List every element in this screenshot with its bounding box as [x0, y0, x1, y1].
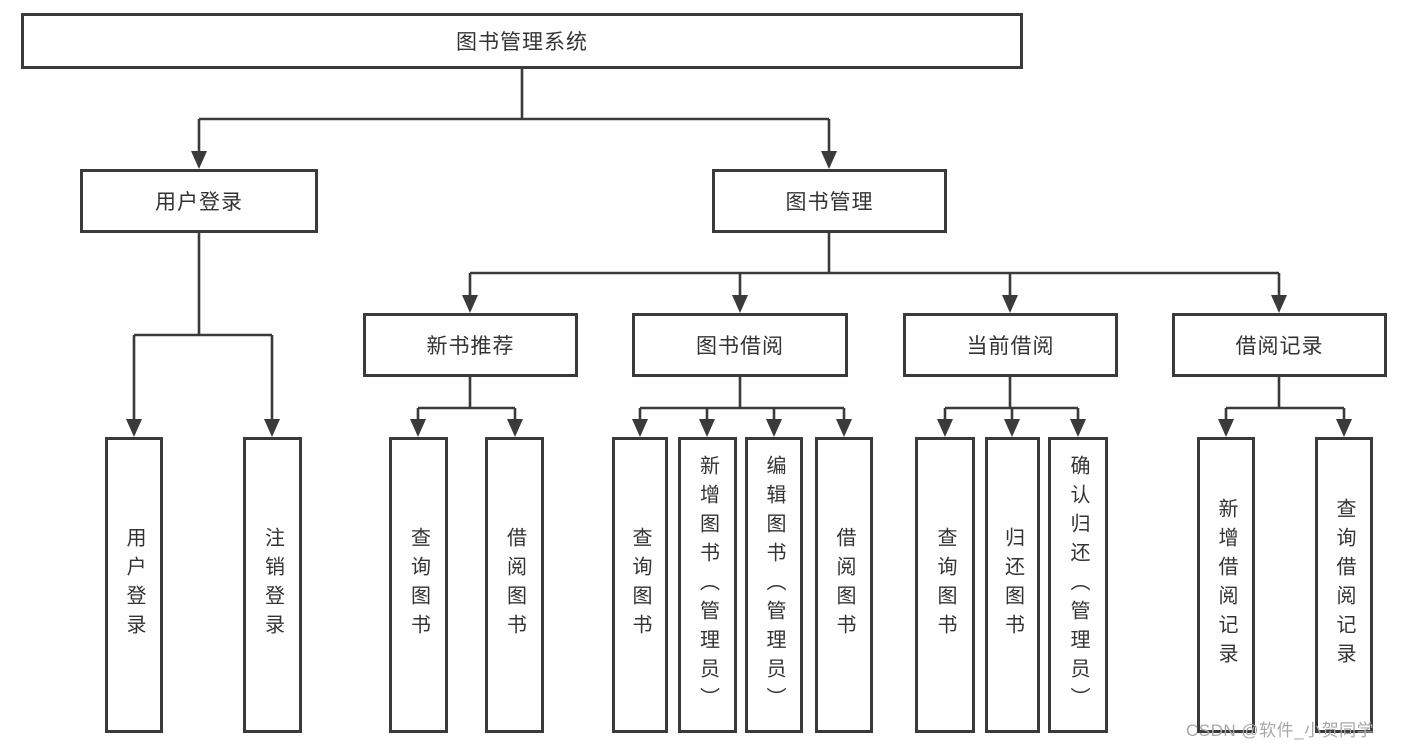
watermark-text: CSDN @软件_小贺同学	[1186, 721, 1375, 740]
node-book-borrow: 图书借阅	[632, 313, 848, 377]
node-leaf-query-book-1: 查询图书	[389, 437, 448, 733]
node-leaf-user-login: 用户登录	[105, 437, 163, 733]
node-leaf-add-book-admin: 新增图书（管理员）	[678, 437, 737, 733]
node-leaf-edit-book-admin: 编辑图书（管理员）	[745, 437, 803, 733]
node-leaf-borrow-book-2: 借阅图书	[815, 437, 873, 733]
node-borrow-records: 借阅记录	[1172, 313, 1387, 377]
node-leaf-add-borrow-record: 新增借阅记录	[1197, 437, 1255, 733]
node-current-borrow: 当前借阅	[903, 313, 1118, 377]
node-user-login: 用户登录	[80, 169, 318, 233]
node-leaf-query-borrow-record: 查询借阅记录	[1315, 437, 1373, 733]
node-leaf-query-book-2: 查询图书	[612, 437, 668, 733]
node-leaf-borrow-book-1: 借阅图书	[485, 437, 544, 733]
node-leaf-query-book-3: 查询图书	[915, 437, 975, 733]
node-book-management: 图书管理	[712, 169, 947, 233]
node-root: 图书管理系统	[21, 13, 1023, 69]
node-leaf-logout: 注销登录	[243, 437, 302, 733]
node-leaf-confirm-return-admin: 确认归还（管理员）	[1048, 437, 1108, 733]
node-leaf-return-book: 归还图书	[985, 437, 1040, 733]
node-new-book-recommend: 新书推荐	[363, 313, 578, 377]
